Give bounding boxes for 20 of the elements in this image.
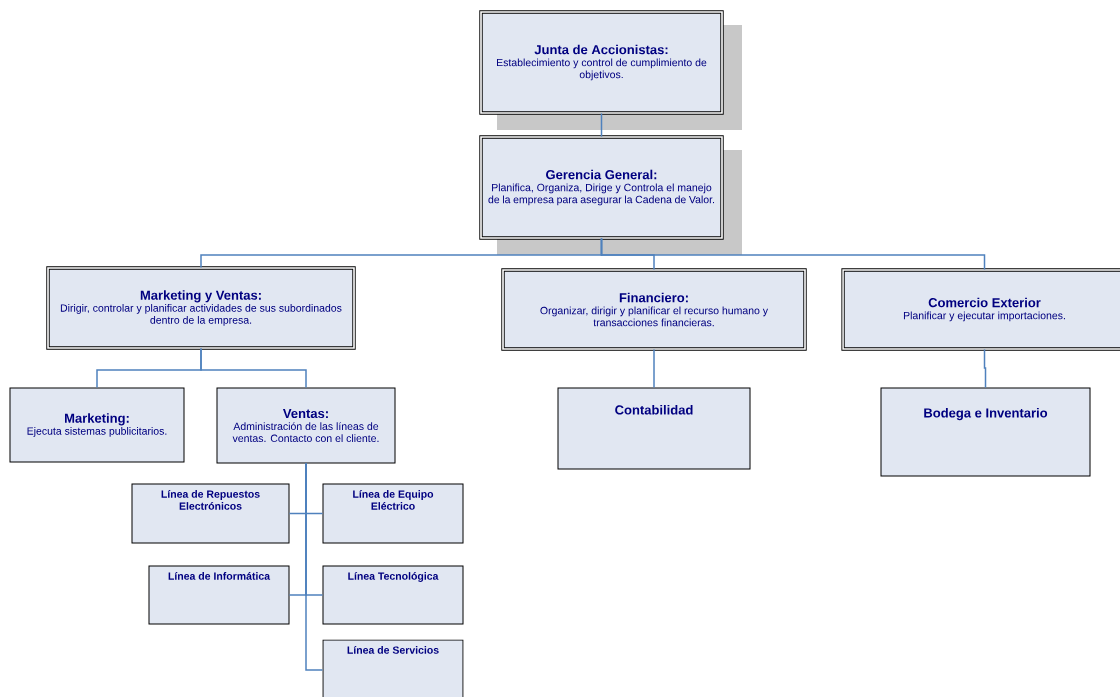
org-box: Línea de Equipo Eléctrico bbox=[322, 483, 464, 544]
org-box: Junta de Accionistas: Establecimiento y control de cumplimiento de objetivos. bbox=[479, 10, 742, 130]
org-box: Gerencia General: Planifica, Organiza, Dirige y Controla el manejo de la empresa para asegurar la Cadena de Valor. bbox=[479, 135, 742, 255]
connector-line bbox=[600, 112, 603, 138]
connector-line bbox=[653, 348, 655, 389]
org-box: Comercio Exterior Planificar y ejecutar importaciones. bbox=[841, 268, 1120, 351]
org-box: Contabilidad bbox=[557, 387, 751, 470]
org-box: Línea de Informática bbox=[148, 565, 290, 625]
org-box: Ventas: Administración de las líneas de ventas. Contacto con el cliente. bbox=[216, 387, 396, 464]
org-box: Marketing: Ejecuta sistemas publicitarios. bbox=[9, 387, 185, 463]
org-box: Línea Tecnológica bbox=[322, 565, 464, 625]
connector-line bbox=[600, 237, 986, 271]
org-box: Marketing y Ventas: Dirigir, controlar y planificar actividades de sus subordinados dentro de la empresa. bbox=[46, 266, 356, 350]
connector-line bbox=[200, 347, 307, 389]
org-box: Línea de Repuestos Electrónicos bbox=[131, 483, 290, 544]
connector-line bbox=[305, 462, 324, 671]
org-box: Línea de Servicios bbox=[322, 639, 464, 697]
org-box: Bodega e Inventario bbox=[880, 387, 1091, 477]
org-box: Financiero: Organizar, dirigir y planificar el recurso humano y transacciones financieras. bbox=[501, 268, 807, 351]
connector-line bbox=[983, 348, 987, 389]
